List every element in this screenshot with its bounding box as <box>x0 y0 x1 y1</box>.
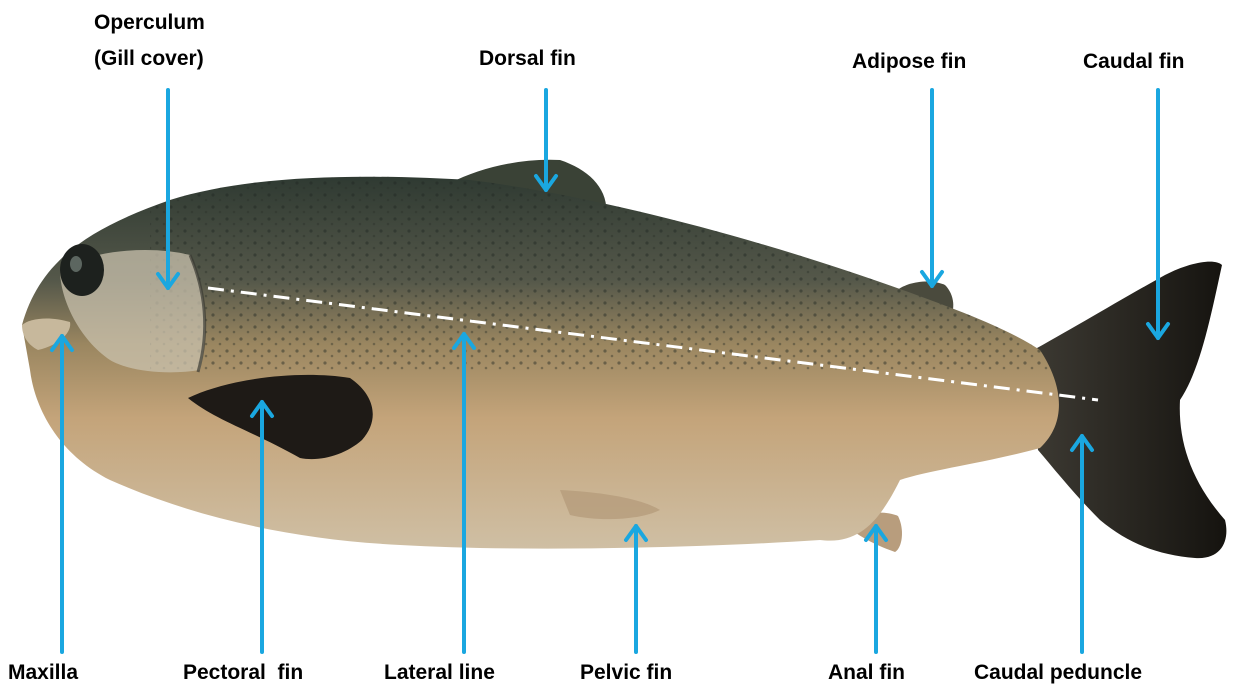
caudal-fin-label: Caudal fin <box>1083 49 1185 75</box>
lateral-line-label: Lateral line <box>384 660 495 686</box>
anal-fin-label: Anal fin <box>828 660 905 686</box>
operculum-label-line2: (Gill cover) <box>94 46 205 72</box>
adipose-fin-label: Adipose fin <box>852 49 966 75</box>
adipose-fin-arrow <box>922 90 942 286</box>
dorsal-fin-label: Dorsal fin <box>479 46 576 72</box>
caudal-fin-shape <box>1030 262 1226 559</box>
caudal-peduncle-label: Caudal peduncle <box>974 660 1142 686</box>
operculum-label: Operculum (Gill cover) <box>94 10 205 73</box>
pelvic-fin-label: Pelvic fin <box>580 660 672 686</box>
maxilla-label: Maxilla <box>8 660 78 686</box>
operculum-label-line1: Operculum <box>94 10 205 36</box>
pectoral-fin-label: Pectoral fin <box>183 660 303 686</box>
eye-shape <box>60 244 104 296</box>
